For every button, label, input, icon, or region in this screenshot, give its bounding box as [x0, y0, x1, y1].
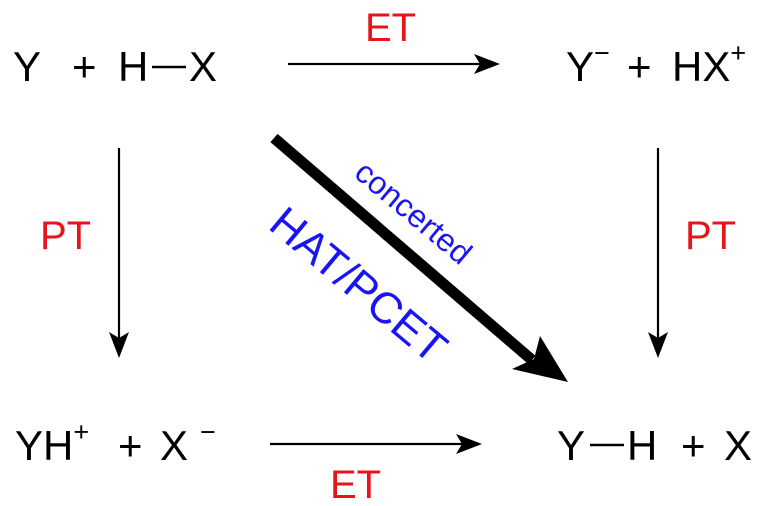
atom-h: H [118, 43, 149, 90]
pt-label-right: PT [685, 214, 737, 258]
charge-minus: − [200, 417, 216, 447]
reactant-y: Y [13, 43, 42, 90]
et-arrow-bottom-head [456, 434, 482, 454]
species-y-anion: Y− [566, 38, 610, 90]
et-label-top: ET [365, 6, 417, 50]
species-hx-cation: HX+ [672, 38, 747, 90]
species-yh-cation: YH+ [15, 417, 90, 469]
plus-sign: + [627, 43, 652, 90]
pt-arrow-left-head [109, 332, 129, 358]
charge-minus: − [594, 38, 610, 68]
pt-arrow-right-head [648, 332, 668, 358]
concerted-arrow-head [512, 336, 568, 382]
et-label-bottom: ET [330, 463, 382, 506]
atom-y: Y [557, 422, 586, 469]
species-x-anion: X− [160, 417, 216, 469]
concerted-arrow [270, 133, 536, 365]
plus-sign: + [72, 43, 97, 90]
atom-h: H [627, 422, 658, 469]
atom-x: X [189, 43, 218, 90]
plus-sign: + [118, 422, 143, 469]
charge-plus: + [730, 38, 747, 68]
atom-x: X [724, 422, 753, 469]
charge-plus: + [73, 417, 90, 447]
plus-sign: + [681, 422, 706, 469]
et-arrow-top-head [474, 54, 500, 74]
pt-label-left: PT [40, 214, 92, 258]
